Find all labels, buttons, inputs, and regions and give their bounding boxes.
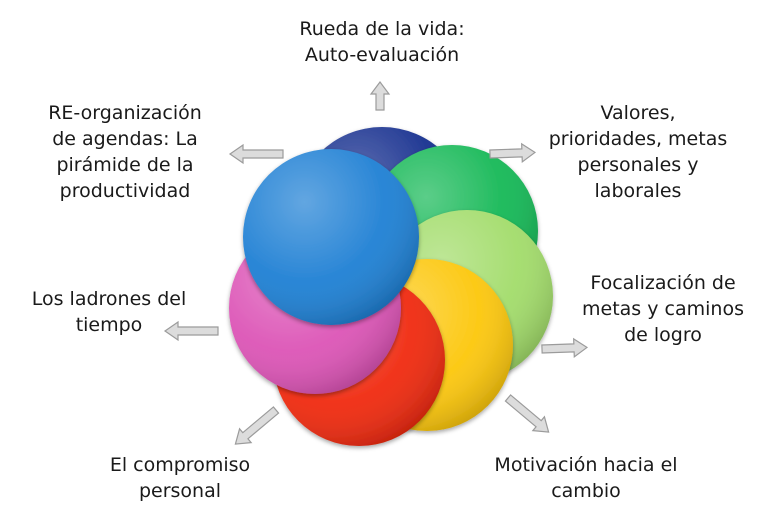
arrow-up-icon	[369, 81, 391, 111]
label-bottom-right: Motivación hacia el cambio	[494, 454, 678, 502]
arrow-right-icon	[489, 142, 537, 164]
arrow-left-icon	[163, 320, 219, 342]
label-top-right: Valores, prioridades, metas personales y…	[548, 102, 728, 202]
label-top-left: RE-organización de agendas: La pirámide …	[48, 102, 202, 202]
circle-blue	[243, 149, 419, 325]
arrow-left-icon	[228, 143, 284, 165]
arrow-down-right-icon	[504, 394, 550, 433]
label-top: Rueda de la vida: Auto-evaluación	[299, 18, 465, 66]
arrow-down-left-icon	[234, 406, 280, 445]
label-right: Focalización de metas y caminos de logro	[582, 272, 744, 346]
arrow-right-icon	[541, 337, 589, 359]
arrows	[163, 81, 589, 445]
label-bottom-left: El compromiso personal	[109, 454, 251, 502]
label-left: Los ladrones del tiempo	[31, 288, 187, 336]
